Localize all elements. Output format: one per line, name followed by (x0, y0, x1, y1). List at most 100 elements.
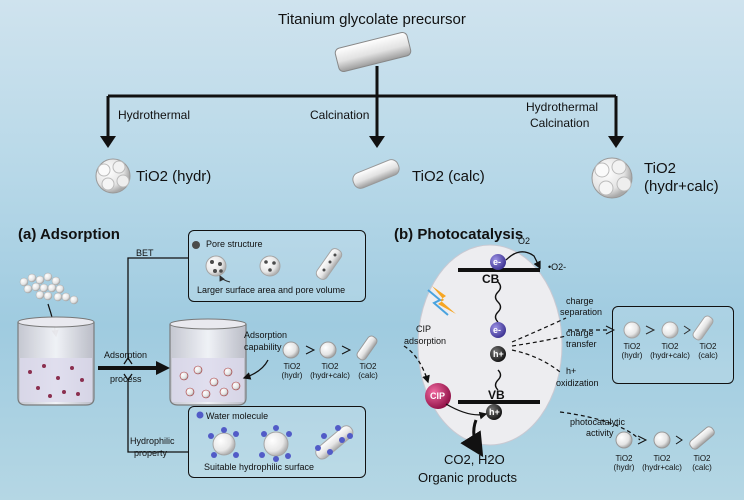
adsorption-title: (a) Adsorption (18, 226, 120, 243)
water-particles (196, 411, 354, 462)
particle-pile (19, 272, 79, 305)
charge-separation-1: charge (566, 296, 594, 306)
degradation-arrow (460, 419, 484, 458)
bet-label: BET (136, 248, 154, 258)
adsorption-capability-1: Adsorption (244, 330, 288, 340)
excitation-wave-top (494, 281, 502, 323)
rank-label-line2: (hydr+calc) (310, 371, 350, 380)
beaker-after (169, 318, 247, 406)
cip-adsorption-1: CIP (416, 324, 432, 334)
adsorption-capability-2: capability (244, 342, 282, 352)
synthesis-routes (106, 66, 618, 138)
photo-rank-2: TiO2 (hydr+calc) (648, 342, 692, 360)
activity-rank-3: TiO2 (calc) (688, 454, 716, 472)
precursor-title: Titanium glycolate precursor (278, 11, 466, 28)
hydrophilic-property-2: property (134, 448, 168, 458)
cip-to-hole-arrow (445, 403, 488, 420)
photo-rank-3: TiO2 (calc) (694, 342, 722, 360)
product-both-label-1: TiO2 (644, 160, 676, 177)
semiconductor-oval (417, 244, 563, 446)
route-hydrothermal-label: Hydrothermal (118, 108, 191, 122)
rank-label-line1: TiO2 (699, 342, 717, 351)
electron-mid-label: e- (493, 325, 502, 335)
charge-transfer-1: charge (566, 328, 594, 338)
arrow-hydrothermal (100, 136, 116, 148)
h-oxidization-1: h+ (566, 366, 577, 376)
activity-rank-1: TiO2 (hydr) (610, 454, 638, 472)
photocatalysis-title: (b) Photocatalysis (394, 226, 524, 243)
rank-label-line1: TiO2 (623, 342, 641, 351)
mechanism-dashes (511, 317, 641, 441)
hole-mid-label: h+ (493, 349, 504, 359)
excitation-wave-bottom (494, 369, 502, 391)
cip-label: CIP (430, 391, 446, 401)
hole-mid (490, 346, 506, 362)
degradation-products-1: CO2, H2O (444, 452, 505, 467)
rank-label-line1: TiO2 (693, 454, 711, 463)
electron-top-label: e- (493, 257, 502, 267)
photo-ranking-particles (623, 315, 714, 341)
capability-arrow (242, 359, 269, 380)
superoxide-label: •O2- (548, 262, 567, 272)
product-calc-label: TiO2 (calc) (412, 168, 485, 185)
adsorption-process-1: Adsorption (104, 350, 148, 360)
hole-bottom-label: h+ (489, 407, 500, 417)
light-bolt (427, 286, 456, 316)
water-title: Water molecule (206, 411, 269, 421)
electron-top (490, 254, 506, 270)
pore-caption: Larger surface area and pore volume (197, 285, 346, 295)
h-oxidization-2: oxidization (556, 378, 599, 388)
rank-label-line2: (calc) (698, 351, 718, 360)
rank-label-line2: (hydr+calc) (650, 351, 690, 360)
adsorption-connectors (123, 257, 188, 453)
adsorption-rank-3: TiO2 (calc) (354, 362, 382, 380)
rank-label-line1: TiO2 (359, 362, 377, 371)
tio2-hydr-particle (95, 158, 131, 194)
arrow-both (608, 136, 624, 148)
cip-molecule (425, 383, 451, 409)
o2-label: O2 (518, 236, 531, 246)
charge-separation-2: separation (560, 307, 603, 317)
route-both-label-1: Hydrothermal (526, 100, 599, 114)
precursor-rod (334, 31, 412, 73)
rank-label-line2: (hydr) (281, 371, 303, 380)
adsorption-ranking-particles (282, 335, 378, 361)
hydrophilic-property-1: Hydrophilic (130, 436, 175, 446)
photo-ranking-box (612, 306, 734, 384)
pore-particles (192, 241, 343, 283)
rank-label-line1: TiO2 (615, 454, 633, 463)
photo-rank-1: TiO2 (hydr) (618, 342, 646, 360)
rank-label-line2: (calc) (692, 463, 712, 472)
photocatalytic-activity-2: activity (586, 428, 614, 438)
cb-label: CB (482, 272, 500, 286)
vb-label: VB (488, 388, 505, 402)
water-molecule-box (188, 406, 366, 478)
activity-ranking-particles (615, 426, 715, 450)
cip-adsorption-arrow (403, 345, 430, 384)
activity-rank-2: TiO2 (hydr+calc) (640, 454, 684, 472)
o2-reduction-arrow (505, 251, 541, 270)
product-hydr-label: TiO2 (hydr) (136, 168, 212, 185)
charge-transfer-2: transfer (566, 339, 597, 349)
rank-label-line2: (hydr) (621, 351, 643, 360)
route-both-label-2: Calcination (530, 116, 590, 130)
arrow-calcination (369, 136, 385, 148)
rank-label-line1: TiO2 (661, 342, 679, 351)
adsorption-rank-2: TiO2 (hydr+calc) (308, 362, 352, 380)
adsorption-rank-1: TiO2 (hydr) (278, 362, 306, 380)
rank-label-line1: TiO2 (653, 454, 671, 463)
adsorption-process-2: process (110, 374, 142, 384)
hole-bottom (486, 404, 502, 420)
rank-label-line1: TiO2 (321, 362, 339, 371)
rank-label-line2: (hydr) (613, 463, 635, 472)
tio2-calc-rod (352, 159, 400, 189)
rank-label-line2: (calc) (358, 371, 378, 380)
degradation-products-2: Organic products (418, 470, 517, 485)
route-calcination-label: Calcination (310, 108, 370, 122)
pore-structure-box (188, 230, 366, 302)
pore-title: Pore structure (206, 239, 263, 249)
tio2-both-particle (591, 157, 633, 199)
rank-label-line1: TiO2 (283, 362, 301, 371)
electron-mid (490, 322, 506, 338)
